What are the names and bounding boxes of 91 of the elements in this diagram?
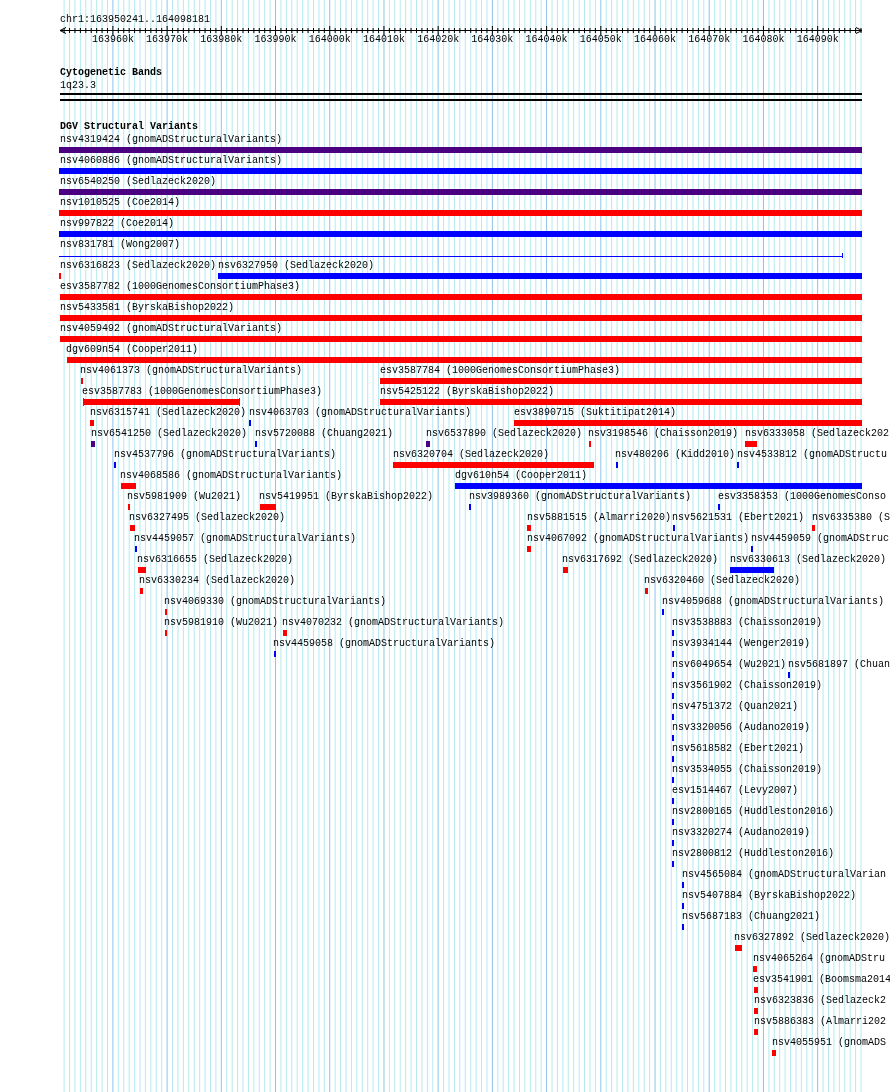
variant-label: dgv610n54 (Cooper2011) xyxy=(455,470,588,482)
variant-label: nsv5681897 (Chuan xyxy=(788,659,890,671)
variant-label: nsv4070232 (gnomADStructuralVariants) xyxy=(282,617,505,629)
variant-label: nsv5981910 (Wu2021) xyxy=(164,617,279,629)
variant-label: nsv4069330 (gnomADStructuralVariants) xyxy=(164,596,387,608)
tick-label: 164000k xyxy=(308,34,351,46)
track-title: DGV Structural Variants xyxy=(60,121,199,133)
variant-label: nsv5981909 (Wu2021) xyxy=(127,491,242,503)
variant-label: nsv3561902 (Chaisson2019) xyxy=(672,680,823,692)
variant-label: nsv3320056 (Audano2019) xyxy=(672,722,811,734)
tick-label: 163990k xyxy=(254,34,297,46)
region-coordinates: chr1:163950241..164098181 xyxy=(60,14,211,26)
variant-label: esv3587783 (1000GenomesConsortiumPhase3) xyxy=(82,386,323,398)
variant-label: nsv4751372 (Quan2021) xyxy=(672,701,799,713)
variant-label: nsv4065264 (gnomADStru xyxy=(753,953,886,965)
variant-label: esv3890715 (Suktitipat2014) xyxy=(514,407,677,419)
variant-label: nsv6323836 (Sedlazeck2 xyxy=(754,995,887,1007)
variant-label: esv3587784 (1000GenomesConsortiumPhase3) xyxy=(380,365,621,377)
tick-label: 163960k xyxy=(91,34,134,46)
variant-label: nsv5407884 (ByrskaBishop2022) xyxy=(682,890,857,902)
variant-label: nsv3198546 (Chaisson2019) xyxy=(588,428,739,440)
variant-label: nsv4059492 (gnomADStructuralVariants) xyxy=(60,323,283,335)
variant-label: nsv6335380 (S xyxy=(812,512,890,524)
variant-label: nsv5886383 (Almarri202 xyxy=(754,1016,887,1028)
variant-label: nsv3534055 (Chaisson2019) xyxy=(672,764,823,776)
variant-label: nsv4565084 (gnomADStructuralVarian xyxy=(682,869,887,881)
variant-label: nsv831781 (Wong2007) xyxy=(60,239,181,251)
tick-label: 164030k xyxy=(471,34,514,46)
tick-label: 164040k xyxy=(525,34,568,46)
variant-label: nsv4059688 (gnomADStructuralVariants) xyxy=(662,596,885,608)
variant-label: nsv6320460 (Sedlazeck2020) xyxy=(644,575,801,587)
variant-label: dgv609n54 (Cooper2011) xyxy=(66,344,199,356)
variant-label: nsv6330234 (Sedlazeck2020) xyxy=(139,575,296,587)
variant-label: nsv997822 (Coe2014) xyxy=(60,218,175,230)
variant-label: nsv3320274 (Audano2019) xyxy=(672,827,811,839)
tick-label: 164080k xyxy=(742,34,785,46)
variant-label: esv3541901 (Boomsma2014 xyxy=(753,974,890,986)
variant-label: nsv4459059 (gnomADStruc xyxy=(751,533,890,545)
variant-label: nsv5419951 (ByrskaBishop2022) xyxy=(259,491,434,503)
variant-label: nsv6320704 (Sedlazeck2020) xyxy=(393,449,550,461)
variant-label: nsv4533812 (gnomADStructu xyxy=(737,449,888,461)
variant-label: nsv6327495 (Sedlazeck2020) xyxy=(129,512,286,524)
variant-label: nsv5881515 (Almarri2020) xyxy=(527,512,672,524)
tick-label: 164070k xyxy=(688,34,731,46)
variant-label: nsv6540250 (Sedlazeck2020) xyxy=(60,176,217,188)
variant-label: nsv3538883 (Chaisson2019) xyxy=(672,617,823,629)
variant-label: nsv4060886 (gnomADStructuralVariants) xyxy=(60,155,283,167)
tick-label: 164020k xyxy=(417,34,460,46)
variant-label: nsv4067092 (gnomADStructuralVariants) xyxy=(527,533,750,545)
variant-label: nsv6537890 (Sedlazeck2020) xyxy=(426,428,583,440)
variant-label: esv3587782 (1000GenomesConsortiumPhase3) xyxy=(60,281,301,293)
tick-label: 164010k xyxy=(362,34,405,46)
variant-label: nsv6316823 (Sedlazeck2020) xyxy=(60,260,217,272)
tick-label: 163980k xyxy=(200,34,243,46)
variant-label: nsv4459057 (gnomADStructuralVariants) xyxy=(134,533,357,545)
variant-label: nsv5720088 (Chuang2021) xyxy=(255,428,394,440)
variant-label: nsv6327892 (Sedlazeck2020) xyxy=(734,932,890,944)
band-name: 1q23.3 xyxy=(60,80,96,92)
variant-label: nsv4063703 (gnomADStructuralVariants) xyxy=(249,407,472,419)
variant-label: nsv4319424 (gnomADStructuralVariants) xyxy=(60,134,283,146)
variant-label: nsv4055951 (gnomADS xyxy=(772,1037,887,1049)
variant-label: esv1514467 (Levy2007) xyxy=(672,785,799,797)
tick-label: 164050k xyxy=(579,34,622,46)
variant-label: nsv3989360 (gnomADStructuralVariants) xyxy=(469,491,692,503)
track-title: Cytogenetic Bands xyxy=(60,67,163,79)
tick-label: 164060k xyxy=(634,34,676,46)
variant-label: nsv4068586 (gnomADStructuralVariants) xyxy=(120,470,343,482)
variant-label: nsv6049654 (Wu2021) xyxy=(672,659,787,671)
variant-label: esv3358353 (1000GenomesConso xyxy=(718,491,887,503)
variant-label: nsv6330613 (Sedlazeck2020) xyxy=(730,554,887,566)
variant-label: nsv2800812 (Huddleston2016) xyxy=(672,848,835,860)
tick-label: 164090k xyxy=(796,34,839,46)
variant-label: nsv6317692 (Sedlazeck2020) xyxy=(562,554,719,566)
variant-label: nsv1010525 (Coe2014) xyxy=(60,197,181,209)
variant-label: nsv4459058 (gnomADStructuralVariants) xyxy=(273,638,496,650)
variant-label: nsv4537796 (gnomADStructuralVariants) xyxy=(114,449,337,461)
variant-label: nsv6333058 (Sedlazeck202 xyxy=(745,428,890,440)
variant-label: nsv5425122 (ByrskaBishop2022) xyxy=(380,386,555,398)
variant-label: nsv4061373 (gnomADStructuralVariants) xyxy=(80,365,303,377)
variant-label: nsv3934144 (Wenger2019) xyxy=(672,638,811,650)
tick-label: 163970k xyxy=(146,34,189,46)
variant-label: nsv6316655 (Sedlazeck2020) xyxy=(137,554,294,566)
variant-label: nsv5618582 (Ebert2021) xyxy=(672,743,805,755)
variant-label: nsv2800165 (Huddleston2016) xyxy=(672,806,835,818)
variant-label: nsv6541250 (Sedlazeck2020) xyxy=(91,428,248,440)
variant-label: nsv6327950 (Sedlazeck2020) xyxy=(218,260,375,272)
variant-label: nsv5621531 (Ebert2021) xyxy=(672,512,805,524)
variant-label: nsv480206 (Kidd2010) xyxy=(615,449,736,461)
variant-label: nsv6315741 (Sedlazeck2020) xyxy=(90,407,247,419)
variant-label: nsv5433581 (ByrskaBishop2022) xyxy=(60,302,235,314)
variant-label: nsv5687183 (Chuang2021) xyxy=(682,911,821,923)
